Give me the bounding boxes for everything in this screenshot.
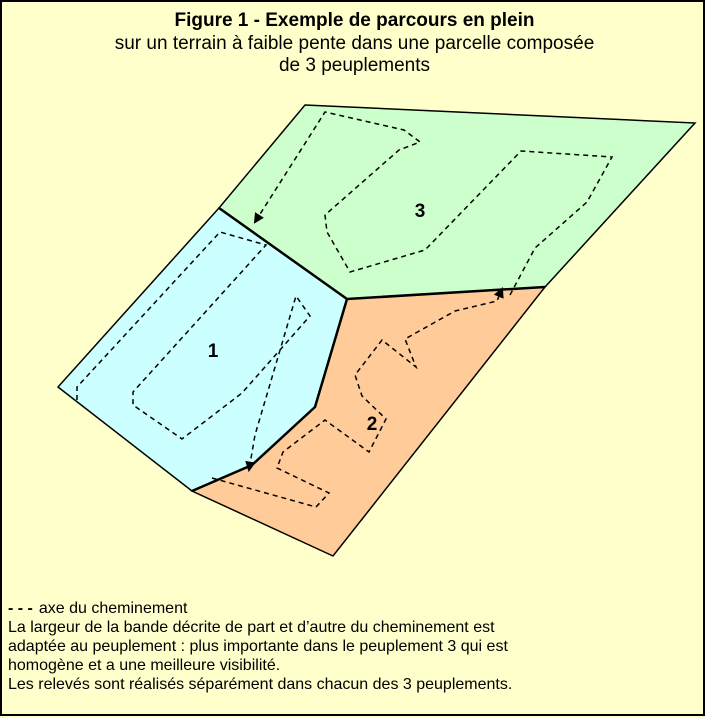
legend-paragraph-line-3: homogène et a une meilleure visibilité. <box>8 657 281 674</box>
walking-path-stand-2 <box>211 287 504 508</box>
stand-2-label: 2 <box>367 414 378 435</box>
stand-boundary <box>191 298 349 493</box>
legend-paragraph-line-1: La largeur de la bande décrite de part e… <box>8 619 495 636</box>
stand-3-label: 3 <box>415 201 426 222</box>
subtitle-line-1: sur un terrain à faible pente dans une p… <box>114 33 595 54</box>
subtitle-line-2: de 3 peuplements <box>278 55 431 76</box>
figure-subtitle: sur un terrain à faible pente dans une p… <box>2 33 705 77</box>
legend-path-key: - - - axe du cheminement <box>8 599 700 618</box>
dash-line-symbol: - - - <box>8 600 33 617</box>
walking-path-stand-3 <box>253 111 614 296</box>
legend-paragraph-line-4: Les relevés sont réalisés séparément dan… <box>8 676 513 693</box>
legend: - - - axe du cheminement La largeur de la… <box>8 599 700 694</box>
walking-path-stand-1 <box>76 231 311 473</box>
stand-1-label: 1 <box>208 341 219 362</box>
legend-paragraph-line-2: adaptée au peuplement : plus importante … <box>8 638 508 655</box>
figure-title: Figure 1 - Exemple de parcours en plein <box>174 10 535 31</box>
legend-path-label: axe du cheminement <box>38 600 188 617</box>
